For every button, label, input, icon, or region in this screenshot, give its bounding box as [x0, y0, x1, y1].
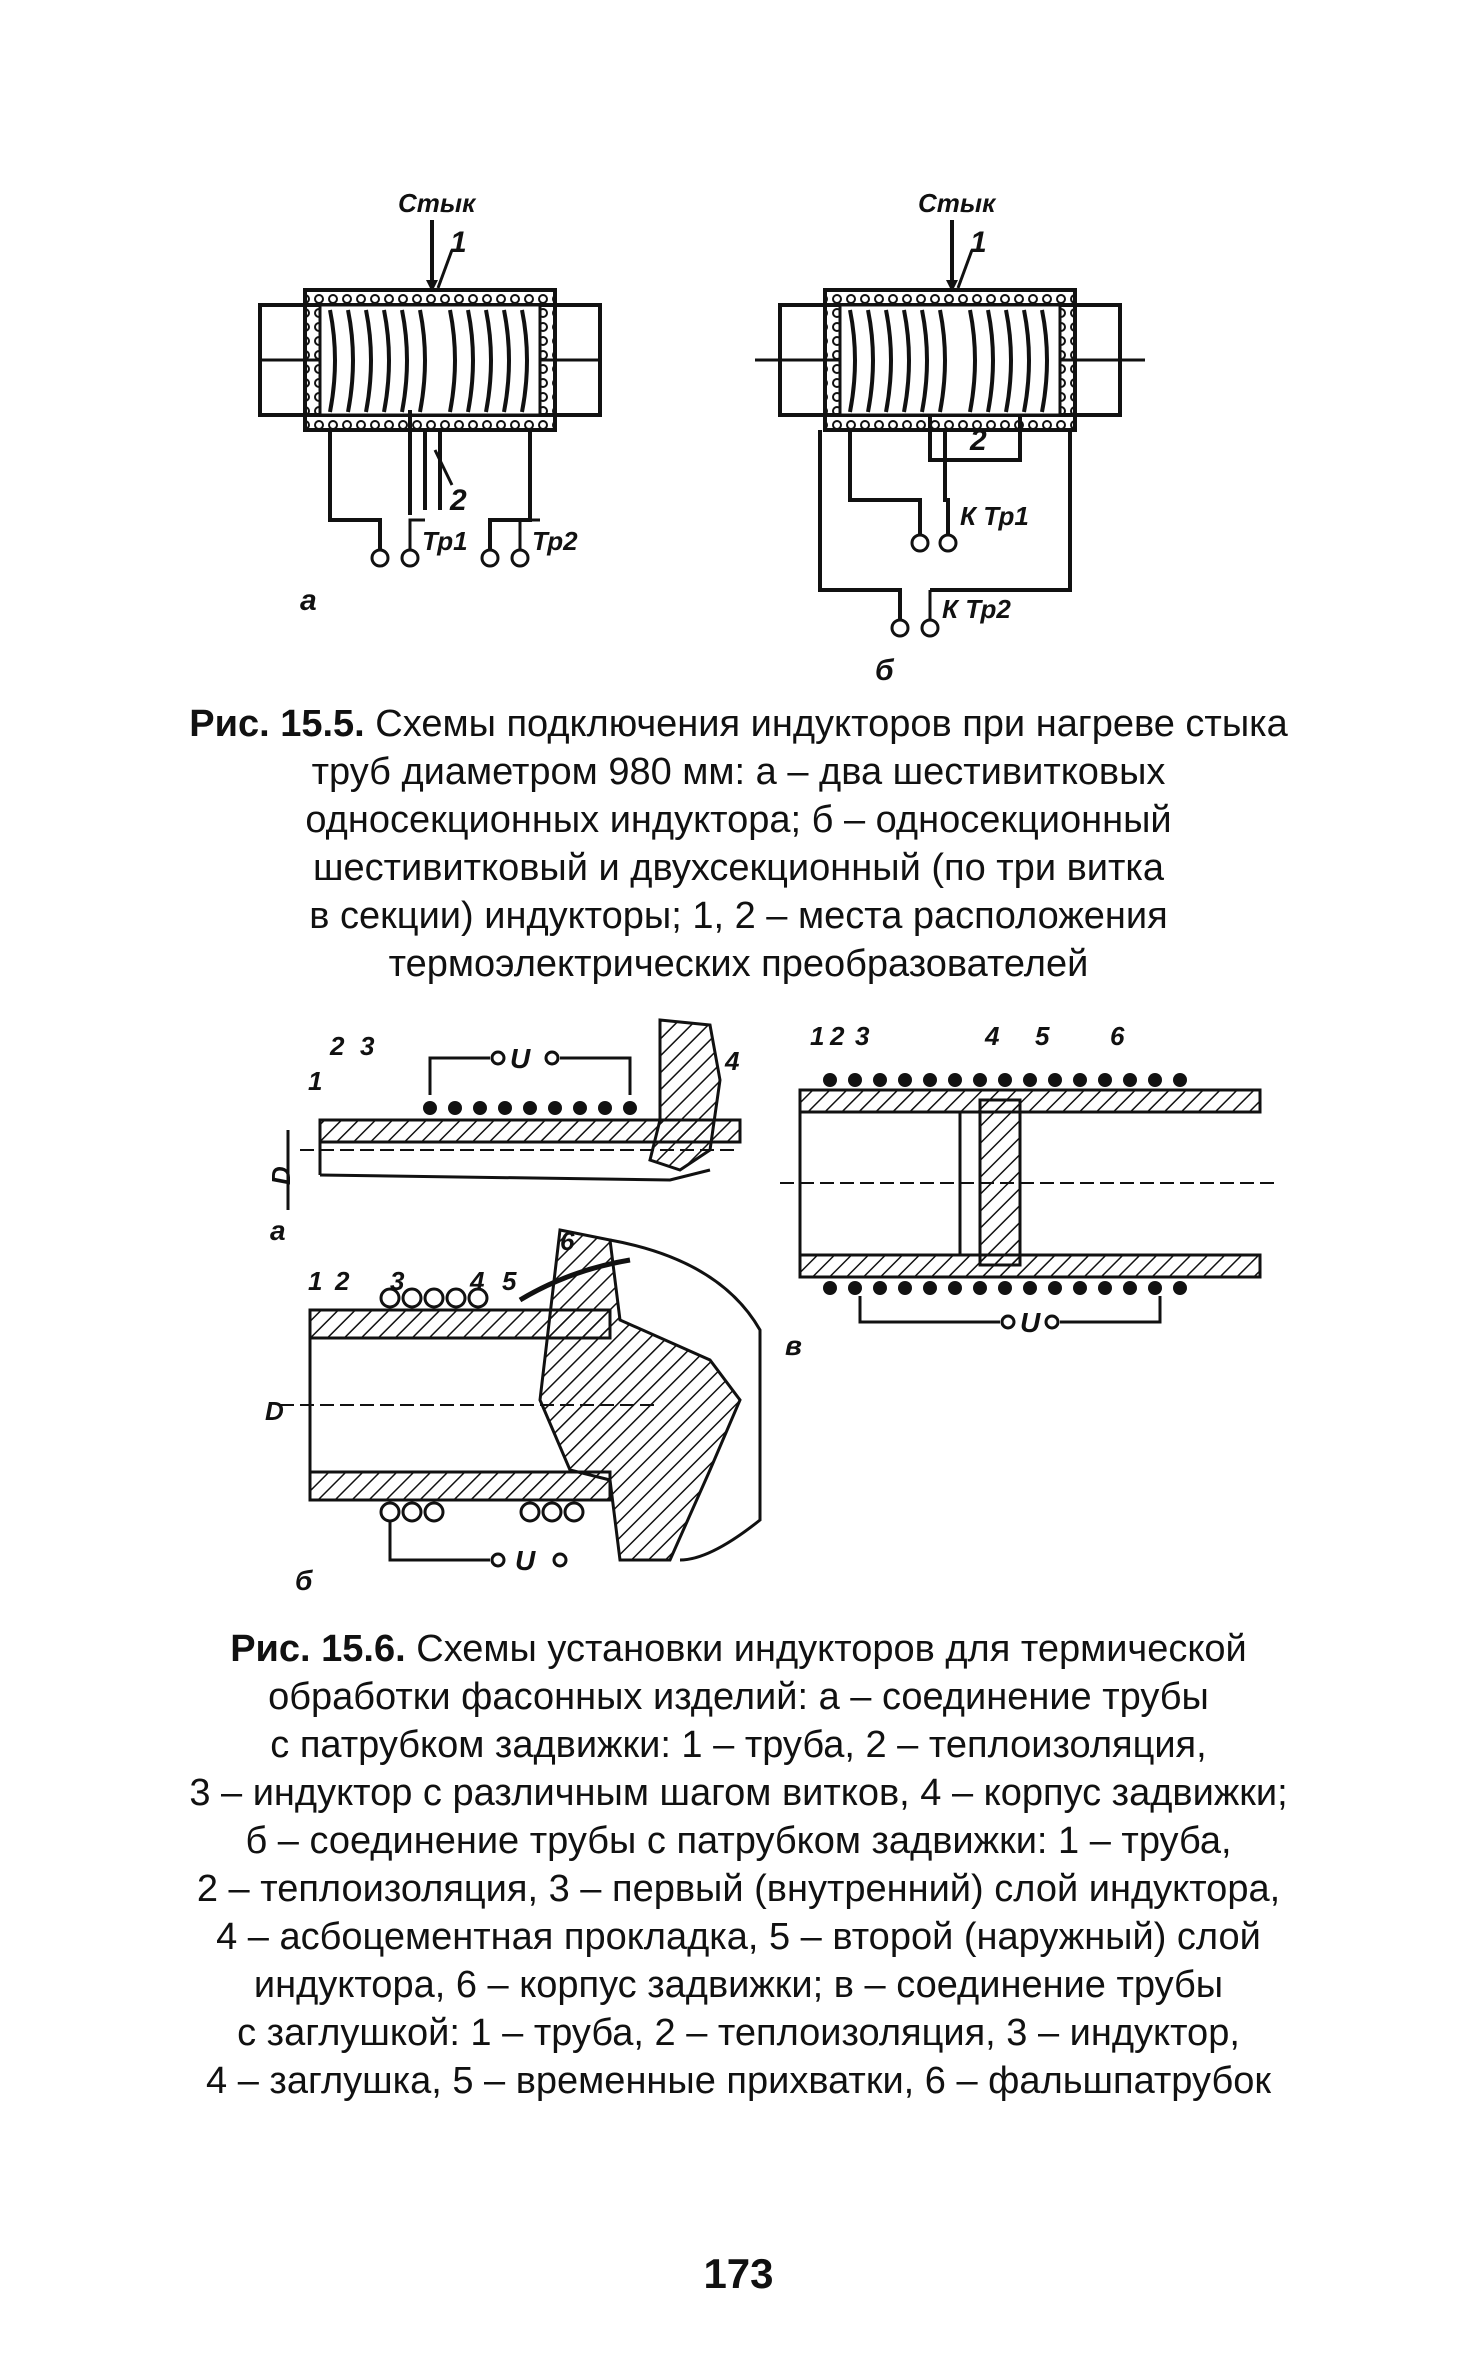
b-num-2: 2 [334, 1266, 350, 1296]
v-num-3: 3 [855, 1021, 870, 1051]
a-diameter-label: D [266, 1166, 296, 1185]
caption-line: 3 – индуктор с различным шагом витков, 4… [189, 1772, 1288, 1814]
b-num-1: 1 [308, 1266, 322, 1296]
caption-line: в секции) индукторы; 1, 2 – места распол… [309, 895, 1168, 937]
caption-label-15-6: Рис. 15.6. [230, 1628, 406, 1670]
b-voltage-label: U [515, 1545, 536, 1576]
caption-line: односекционных индуктора; б – односекцио… [305, 799, 1172, 841]
b-letter: б [295, 1565, 313, 1596]
tr2-label-a: Тр2 [532, 526, 578, 556]
v-num-1: 1 [810, 1021, 824, 1051]
caption-line: б – соединение трубы с патрубком задвижк… [245, 1820, 1232, 1862]
b-num-3: 3 [390, 1266, 405, 1296]
v-num-6: 6 [1110, 1021, 1125, 1051]
scheme-letter-a: а [300, 584, 317, 617]
marker-1-b: 1 [970, 226, 987, 259]
a-letter: а [270, 1215, 286, 1246]
v-voltage-label: U [1020, 1307, 1041, 1338]
v-num-4: 4 [984, 1021, 1000, 1051]
installation-scheme-b: U 1 2 3 4 5 6 D б [265, 1226, 762, 1596]
caption-line: шестивитковый и двухсекционный (по три в… [312, 847, 1165, 889]
caption-line: с заглушкой: 1 – труба, 2 – теплоизоляци… [237, 2012, 1240, 2054]
kt2-label-b: К Тр2 [942, 594, 1011, 624]
caption-line: индуктора, 6 – корпус задвижки; в – соед… [253, 1964, 1224, 2006]
installation-scheme-v: U 1 2 3 4 5 6 в [780, 1021, 1280, 1361]
caption-fig-15-5: Рис. 15.5. Схемы подключения индукторов … [150, 700, 1327, 988]
a-num-1: 1 [308, 1066, 322, 1096]
induction-scheme-b: Стык 1 2 К Тр1 К Тр2 б [755, 188, 1145, 687]
figure-15-5: Стык 1 2 Тр1 Тр2 а [258, 188, 1145, 687]
b-num-6: 6 [560, 1226, 575, 1256]
induction-scheme-a: Стык 1 2 Тр1 Тр2 а [258, 188, 602, 617]
caption-line: 4 – асбоцементная прокладка, 5 – второй … [216, 1916, 1261, 1958]
caption-label-15-5: Рис. 15.5. [189, 703, 365, 745]
a-num-3: 3 [360, 1031, 375, 1061]
caption-line: с патрубком задвижки: 1 – труба, 2 – теп… [270, 1724, 1207, 1766]
caption-line: труб диаметром 980 мм: а – два шестивитк… [311, 751, 1166, 793]
b-diameter-label: D [265, 1396, 284, 1426]
v-letter: в [785, 1330, 802, 1361]
a-voltage-label: U [510, 1043, 531, 1074]
joint-label-a: Стык [398, 188, 477, 218]
b-num-4: 4 [469, 1266, 485, 1296]
joint-label-b: Стык [918, 188, 997, 218]
scheme-letter-b: б [875, 654, 895, 687]
caption-line: термоэлектрических преобразователей [388, 943, 1089, 985]
v-num-5: 5 [1035, 1021, 1050, 1051]
installation-scheme-a: U 2 3 1 4 D а [266, 1018, 742, 1246]
caption-line: обработки фасонных изделий: а – соединен… [268, 1676, 1209, 1718]
page-number: 173 [703, 2250, 774, 2297]
a-num-4: 4 [724, 1046, 740, 1076]
v-num-2: 2 [829, 1021, 845, 1051]
caption-line: Схемы подключения индукторов при нагреве… [375, 703, 1288, 745]
figure-15-6: U 2 3 1 4 D а U 1 2 3 4 5 6 D б [265, 1018, 1280, 1596]
caption-fig-15-6: Рис. 15.6. Схемы установки индукторов дл… [150, 1625, 1327, 2105]
caption-line: 2 – теплоизоляция, 3 – первый (внутренни… [196, 1868, 1281, 1910]
b-num-5: 5 [502, 1266, 517, 1296]
tr1-label-a: Тр1 [422, 526, 468, 556]
a-num-2: 2 [329, 1031, 345, 1061]
marker-2-a: 2 [449, 484, 467, 517]
kt1-label-b: К Тр1 [960, 501, 1029, 531]
caption-line: 4 – заглушка, 5 – временные прихватки, 6… [206, 2060, 1271, 2102]
caption-line: Схемы установки индукторов для термическ… [416, 1628, 1247, 1670]
marker-1-a: 1 [450, 226, 467, 259]
marker-2-b: 2 [969, 424, 987, 457]
